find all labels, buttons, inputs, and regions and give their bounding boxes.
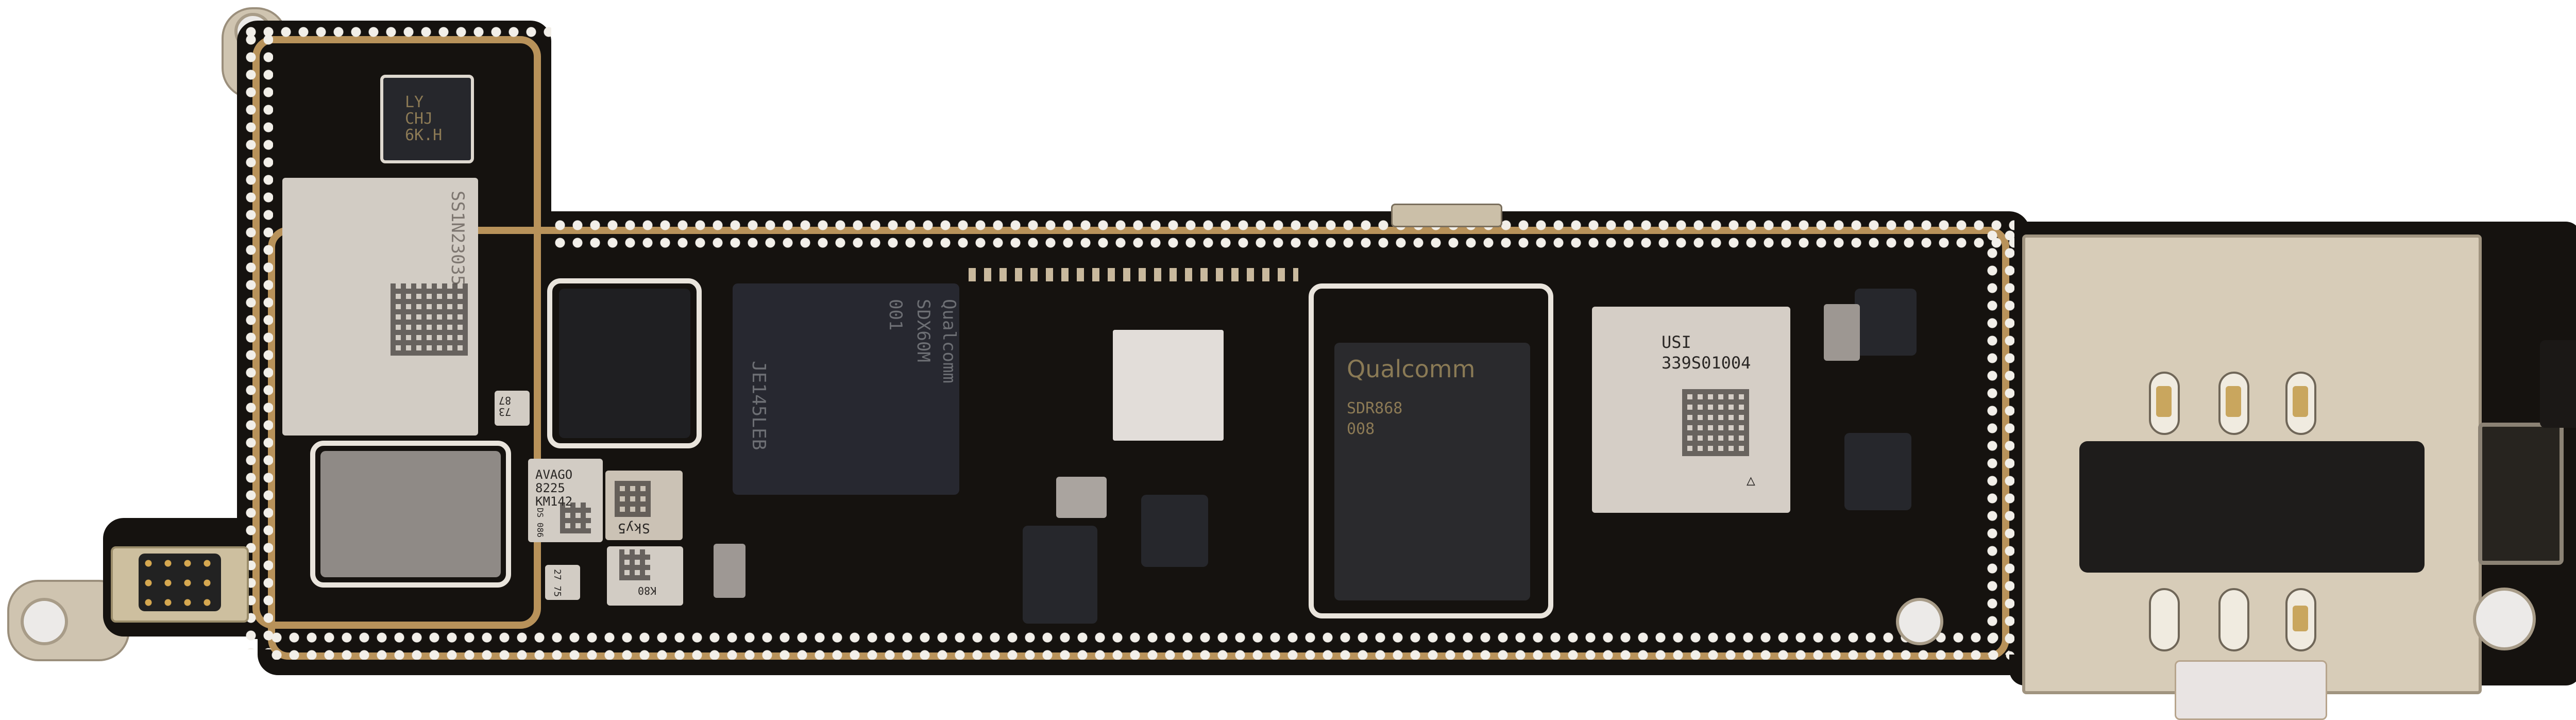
small-ic-2 [1141,495,1208,567]
transceiver-frame [1309,283,1553,618]
framed-chip-frame [547,278,702,448]
modem-code: 001 [885,299,906,331]
sim-black-label [2079,441,2425,573]
small-grey-ic-2 [1056,477,1107,518]
framed-chip [559,289,690,438]
chip-73-87-line1: 73 [499,406,512,418]
right-flex-connector [2478,423,2564,565]
right-ic-2 [1844,433,1911,510]
usi-triangle-icon: △ [1747,472,1755,489]
chip-27-75: 27 75 [545,565,580,600]
bottom-right-mount-hole [2473,588,2536,650]
usi-datamatrix [1682,389,1749,456]
sim-silver-tab [2175,660,2327,720]
passive-components-top [969,268,1298,281]
skyworks-datamatrix [615,481,651,517]
k80-datamatrix [619,549,650,580]
right-ic-1 [1855,289,1917,356]
sim-contact-slot-5 [2218,588,2249,651]
k80-label: K80 [638,584,657,597]
white-shield-square [1113,330,1224,441]
avago-line2: 8225 [535,481,565,495]
sim-card-reader [2022,235,2482,720]
via-band-left [242,31,273,649]
avago-datamatrix [560,503,591,533]
bottom-left-bracket-hole [21,598,68,645]
lower-left-frame [310,441,511,588]
chip-ly-line3: 6K.H [405,126,443,144]
lower-left-module [320,451,501,577]
datamatrix-code [391,283,468,356]
chip-ly-line1: LY [405,93,424,111]
transceiver-model: SDR868 [1347,399,1403,417]
right-black-tab [2540,340,2576,428]
avago-line1: AVAGO [535,467,573,482]
right-mount-hole [1896,598,1943,645]
chip-skyworks: Sky5 [605,471,683,540]
usi-brand: USI [1662,332,1691,352]
sim-contact-slot-1 [2149,372,2180,435]
chip-ly-line2: CHJ [405,110,433,128]
shield-module-label: SS1N23035 [447,191,468,286]
chip-avago: AVAGO 8225 KM142 DS 086 [528,459,603,542]
chip-73-87: 73 87 [495,391,530,426]
chip-27-75-line1: 27 [552,569,563,580]
modem-chip-sdx60m: Qualcomm SDX60M 001 JE145LEB [733,283,959,495]
skyworks-brand: Sky5 [618,520,650,535]
avago-line4: DS 086 [535,508,545,538]
right-grey-ic [1824,304,1860,361]
sim-contact-slot-2 [2218,372,2249,435]
sim-contact-slot-3 [2285,372,2316,435]
via-band-right [1984,227,2014,655]
top-connector-tab [1391,204,1502,227]
chip-73-87-line2: 87 [499,394,512,407]
left-board-connector [111,546,249,623]
small-grey-ic-1 [714,544,745,598]
chip-27-75-line2: 75 [552,585,563,597]
sim-contact-slot-6 [2285,588,2316,651]
via-band-top-left [242,23,551,39]
transceiver-chip-sdr868: Qualcomm SDR868 008 [1334,343,1530,600]
usi-part-number: 339S01004 [1662,353,1751,373]
sim-contact-slot-4 [2149,588,2180,651]
transceiver-code: 008 [1347,420,1375,438]
small-ic-1 [1023,526,1097,624]
module-k80: K80 [607,546,683,606]
modem-brand: Qualcomm [939,299,959,383]
modem-model: SDX60M [913,299,934,362]
transceiver-brand: Qualcomm [1347,355,1476,383]
shield-module-ss1n23035: SS1N23035 [282,178,478,436]
via-band-bottom [268,629,2009,660]
modem-lot: JE145LEB [748,361,769,450]
via-band-top-main [551,216,2014,249]
chip-ly-chj: LY CHJ 6K.H [380,75,474,163]
usi-module-339s01004: USI 339S01004 △ [1592,307,1790,513]
